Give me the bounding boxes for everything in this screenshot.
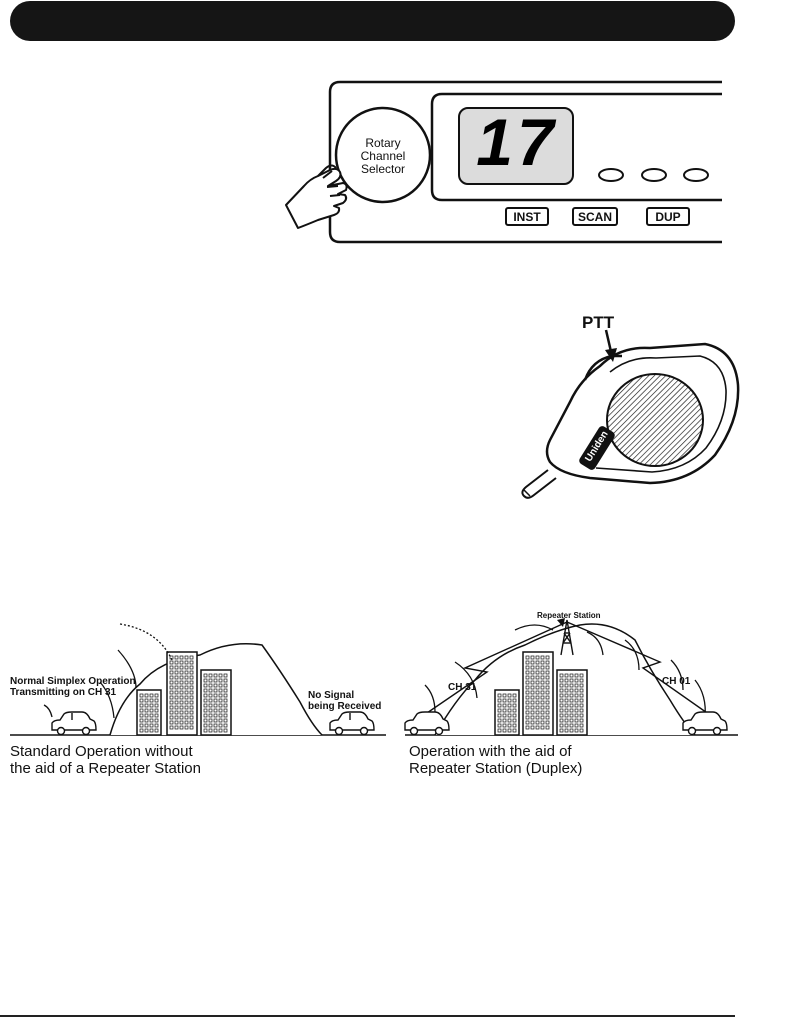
simplex-diagram (0, 600, 400, 740)
simplex-rx-label-line-1: No Signal (308, 690, 354, 701)
car-icon (683, 712, 727, 735)
duplex-caption-line-2: Repeater Station (Duplex) (409, 760, 582, 777)
simplex-rx-label-line-2: being Received (308, 701, 381, 712)
speaker-grille (607, 374, 703, 466)
ch-out-label: CH 01 (662, 676, 690, 687)
simplex-caption-line-2: the aid of a Repeater Station (10, 760, 201, 777)
footer-rule (0, 1015, 735, 1017)
car-icon (330, 712, 374, 735)
simplex-tx-label-line-2: Transmitting on CH 31 (10, 687, 116, 698)
microphone-illustration (0, 0, 788, 520)
car-icon (405, 712, 449, 735)
simplex-tx-label-line-1: Normal Simplex Operation (10, 676, 136, 687)
simplex-caption-line-1: Standard Operation without (10, 743, 193, 760)
car-icon (52, 712, 96, 735)
ch-in-label: CH 31 (448, 682, 476, 693)
duplex-diagram (395, 600, 740, 740)
duplex-caption-line-1: Operation with the aid of (409, 743, 572, 760)
ptt-label: PTT (582, 313, 614, 333)
repeater-station-label: Repeater Station (537, 611, 601, 620)
